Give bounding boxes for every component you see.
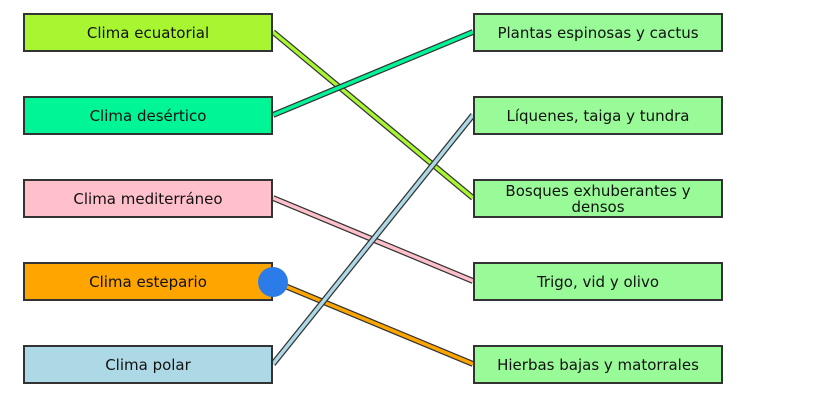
connection-line-outline [271, 278, 475, 367]
right-item-trigo-vid-olivo[interactable]: Trigo, vid y olivo [473, 262, 723, 301]
connection-line [271, 113, 475, 366]
left-item-clima-ecuatorial[interactable]: Clima ecuatorial [23, 13, 273, 52]
right-item-label: Bosques exhuberantes y densos [505, 181, 691, 216]
connection-line [272, 30, 474, 117]
left-item-label: Clima mediterráneo [73, 189, 223, 208]
right-item-liquenes[interactable]: Líquenes, taiga y tundra [473, 96, 723, 135]
left-item-label: Clima desértico [89, 106, 207, 125]
connection-line-outline [270, 113, 476, 366]
left-item-clima-polar[interactable]: Clima polar [23, 345, 273, 384]
connection-line-outline [271, 29, 475, 118]
left-item-clima-estepario[interactable]: Clima estepario [23, 262, 273, 301]
connection-line [272, 196, 474, 283]
drag-handle[interactable] [258, 267, 288, 297]
connection-line [271, 30, 475, 200]
right-item-label: Plantas espinosas y cactus [497, 23, 699, 42]
left-item-clima-desertico[interactable]: Clima desértico [23, 96, 273, 135]
right-item-plantas-espinosas[interactable]: Plantas espinosas y cactus [473, 13, 723, 52]
right-item-bosques[interactable]: Bosques exhuberantes y densos [473, 179, 723, 218]
right-item-label: Líquenes, taiga y tundra [506, 106, 690, 125]
connection-line-outline [271, 29, 475, 201]
left-item-label: Clima ecuatorial [86, 23, 210, 42]
right-item-label: Trigo, vid y olivo [536, 272, 660, 291]
connection-line [272, 279, 474, 366]
left-item-label: Clima estepario [89, 272, 207, 291]
connection-line-outline [271, 195, 475, 284]
right-item-hierbas-bajas[interactable]: Hierbas bajas y matorrales [473, 345, 723, 384]
left-item-label: Clima polar [105, 355, 191, 374]
left-item-clima-mediterraneo[interactable]: Clima mediterráneo [23, 179, 273, 218]
right-item-label: Hierbas bajas y matorrales [497, 355, 699, 374]
